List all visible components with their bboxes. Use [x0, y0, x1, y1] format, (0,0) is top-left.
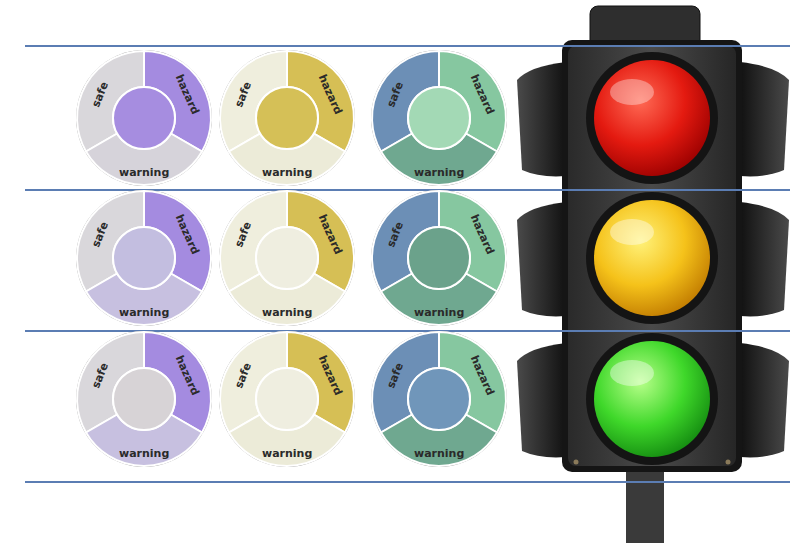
- segment-label: warning: [119, 166, 169, 179]
- status-dial: safehazardwarning: [369, 329, 509, 469]
- status-dial: safehazardwarning: [369, 188, 509, 328]
- status-dial: safehazardwarning: [74, 48, 214, 188]
- status-dial: safehazardwarning: [217, 48, 357, 188]
- status-dial: safehazardwarning: [74, 188, 214, 328]
- segment-label: warning: [119, 306, 169, 319]
- housing-rim: [562, 40, 742, 472]
- status-dial: safehazardwarning: [217, 329, 357, 469]
- segment-label: warning: [262, 306, 312, 319]
- pole: [626, 468, 664, 543]
- status-dial: safehazardwarning: [369, 48, 509, 188]
- status-dial: safehazardwarning: [74, 329, 214, 469]
- segment-label: warning: [414, 306, 464, 319]
- segment-label: warning: [119, 447, 169, 460]
- segment-label: warning: [262, 166, 312, 179]
- housing: [568, 46, 736, 466]
- lamps: [586, 52, 718, 465]
- screws: [574, 460, 731, 465]
- segment-label: warning: [262, 447, 312, 460]
- segment-label: warning: [414, 447, 464, 460]
- segment-label: warning: [414, 166, 464, 179]
- row-divider-lines: [25, 46, 790, 482]
- status-dial: safehazardwarning: [217, 188, 357, 328]
